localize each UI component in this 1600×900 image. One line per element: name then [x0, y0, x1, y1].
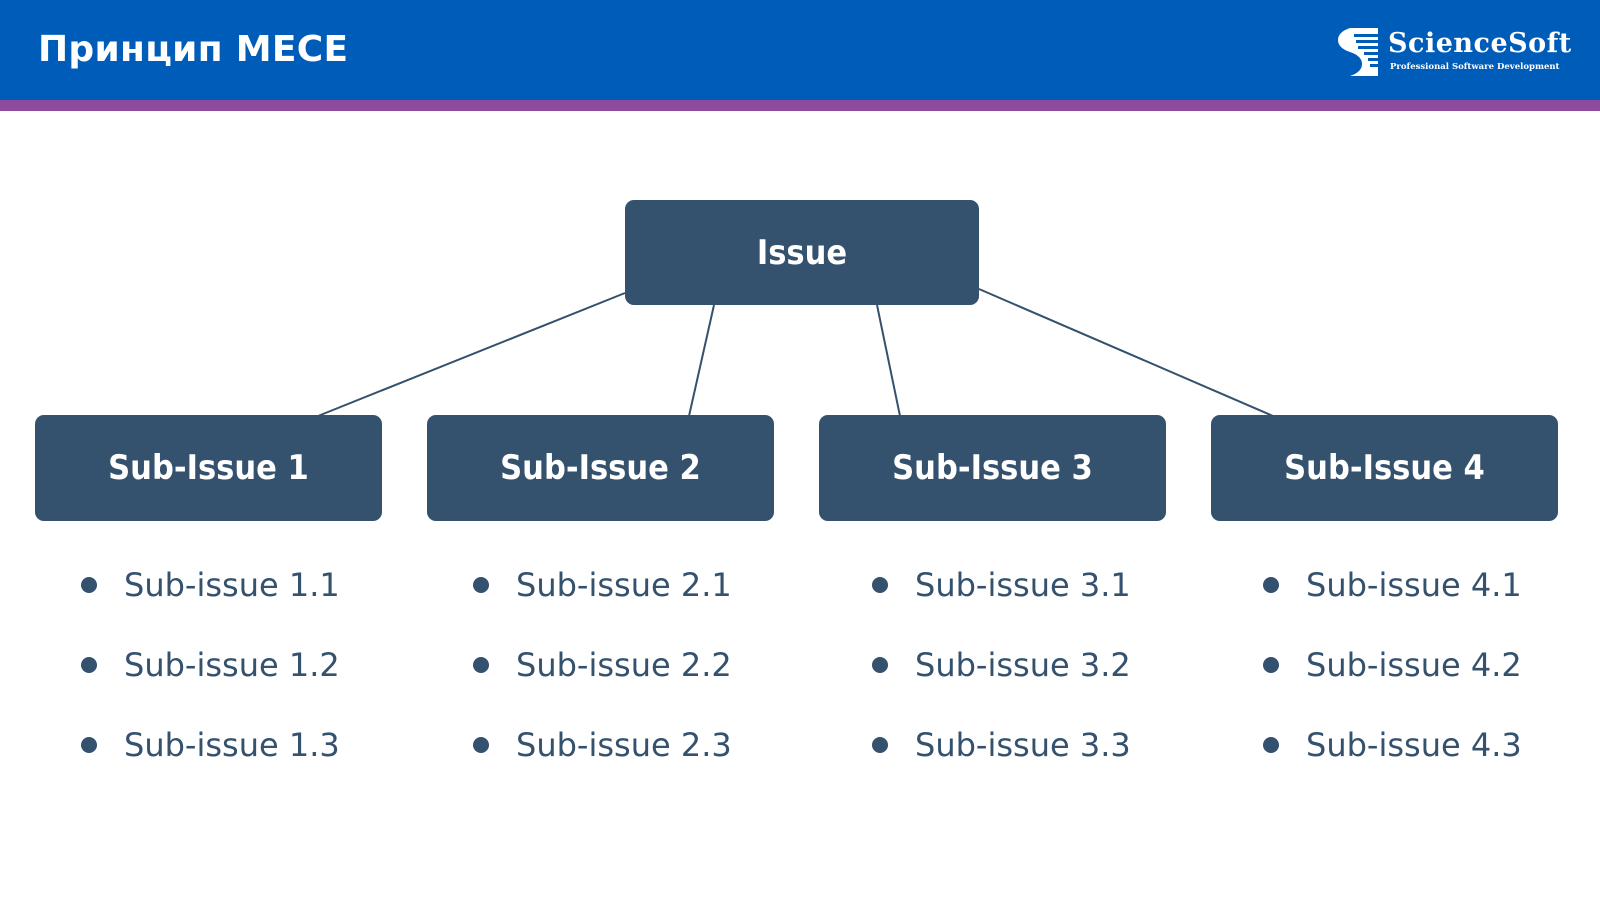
connector-root-sub-4: [978, 288, 1274, 417]
sub-issue-node-label: Sub-Issue 2: [500, 448, 701, 488]
list-item: Sub-issue 4.2: [1262, 640, 1600, 720]
connector-root-sub-1: [317, 292, 626, 417]
list-item-label: Sub-issue 3.2: [915, 646, 1131, 684]
list-item: Sub-issue 3.1: [871, 560, 1231, 640]
bullet-icon: [81, 737, 97, 753]
sciencesoft-logo: ScienceSoft Professional Software Develo…: [1330, 28, 1572, 76]
list-item-label: Sub-issue 3.3: [915, 726, 1131, 764]
list-item-label: Sub-issue 4.1: [1306, 566, 1522, 604]
list-item-label: Sub-issue 2.1: [516, 566, 732, 604]
list-item-label: Sub-issue 2.3: [516, 726, 732, 764]
list-item-label: Sub-issue 1.1: [124, 566, 340, 604]
bullet-icon: [473, 657, 489, 673]
list-item: Sub-issue 4.1: [1262, 560, 1600, 640]
header-accent-stripe: [0, 100, 1600, 111]
bullet-icon: [81, 577, 97, 593]
list-item: Sub-issue 3.3: [871, 720, 1231, 800]
sub-issue-node-label: Sub-Issue 4: [1284, 448, 1485, 488]
sub-issue-list-1: Sub-issue 1.1 Sub-issue 1.2 Sub-issue 1.…: [80, 560, 440, 800]
bullet-icon: [872, 577, 888, 593]
sub-issue-node-4: Sub-Issue 4: [1211, 415, 1558, 521]
list-item-label: Sub-issue 1.3: [124, 726, 340, 764]
connector-root-sub-3: [876, 304, 901, 417]
sub-issue-list-2: Sub-issue 2.1 Sub-issue 2.2 Sub-issue 2.…: [472, 560, 832, 800]
list-item: Sub-issue 1.1: [80, 560, 440, 640]
sub-issue-node-label: Sub-Issue 1: [108, 448, 309, 488]
connector-root-sub-2: [688, 304, 715, 417]
list-item-label: Sub-issue 3.1: [915, 566, 1131, 604]
bullet-icon: [1263, 737, 1279, 753]
list-item-label: Sub-issue 4.3: [1306, 726, 1522, 764]
list-item: Sub-issue 3.2: [871, 640, 1231, 720]
bullet-icon: [872, 657, 888, 673]
bullet-icon: [1263, 577, 1279, 593]
logo-wordmark: ScienceSoft: [1388, 28, 1572, 59]
sub-issue-node-2: Sub-Issue 2: [427, 415, 774, 521]
list-item-label: Sub-issue 4.2: [1306, 646, 1522, 684]
bullet-icon: [1263, 657, 1279, 673]
issue-node-label: Issue: [756, 232, 848, 273]
page-title: Принцип MECE: [38, 29, 349, 70]
sub-issue-list-3: Sub-issue 3.1 Sub-issue 3.2 Sub-issue 3.…: [871, 560, 1231, 800]
bullet-icon: [872, 737, 888, 753]
list-item: Sub-issue 1.3: [80, 720, 440, 800]
list-item: Sub-issue 1.2: [80, 640, 440, 720]
list-item: Sub-issue 2.3: [472, 720, 832, 800]
list-item: Sub-issue 4.3: [1262, 720, 1600, 800]
issue-node: Issue: [625, 200, 979, 305]
bullet-icon: [81, 657, 97, 673]
sub-issue-list-4: Sub-issue 4.1 Sub-issue 4.2 Sub-issue 4.…: [1262, 560, 1600, 800]
sub-issue-node-1: Sub-Issue 1: [35, 415, 382, 521]
header-bar: Принцип MECE ScienceSoft Professional So…: [0, 0, 1600, 100]
bullet-icon: [473, 577, 489, 593]
list-item-label: Sub-issue 2.2: [516, 646, 732, 684]
list-item: Sub-issue 2.2: [472, 640, 832, 720]
list-item: Sub-issue 2.1: [472, 560, 832, 640]
bullet-icon: [473, 737, 489, 753]
logo-tagline: Professional Software Development: [1390, 62, 1560, 72]
sub-issue-node-label: Sub-Issue 3: [892, 448, 1093, 488]
sciencesoft-logo-icon: [1330, 28, 1378, 76]
sub-issue-node-3: Sub-Issue 3: [819, 415, 1166, 521]
list-item-label: Sub-issue 1.2: [124, 646, 340, 684]
